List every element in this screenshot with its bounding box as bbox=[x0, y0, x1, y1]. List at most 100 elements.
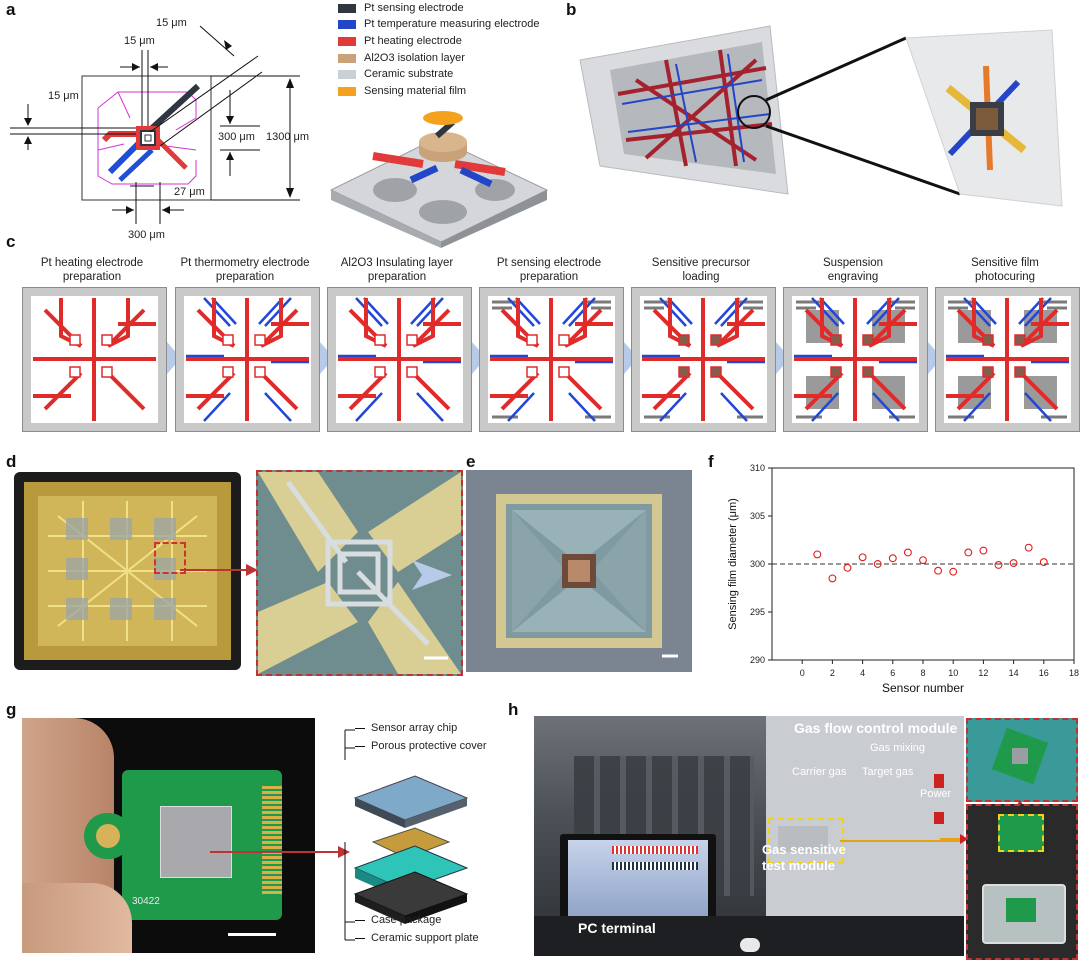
data-point bbox=[1024, 543, 1033, 552]
step-image-3 bbox=[327, 287, 472, 432]
panel-label-b: b bbox=[566, 0, 577, 19]
y-tick-label: 300 bbox=[750, 559, 765, 569]
suspended-sensor-photo bbox=[466, 470, 692, 672]
legend-swatch bbox=[338, 86, 356, 96]
x-axis-label: Sensor number bbox=[882, 681, 964, 692]
data-point bbox=[888, 554, 897, 563]
panel-label-d: d bbox=[6, 452, 17, 471]
y-axis-label: Sensing film diameter (μm) bbox=[727, 498, 739, 630]
legend-label: Ceramic substrate bbox=[364, 68, 454, 80]
data-point bbox=[873, 560, 882, 568]
label-power: Power bbox=[920, 788, 952, 800]
panel-label-f: f bbox=[708, 452, 714, 471]
panel-label-a: a bbox=[6, 0, 16, 19]
label-gas-mixing: Gas mixing bbox=[870, 742, 926, 754]
data-point bbox=[994, 561, 1003, 569]
legend-label: Pt temperature measuring electrode bbox=[364, 18, 540, 30]
legend-swatch bbox=[338, 53, 356, 63]
step-image-7 bbox=[935, 287, 1080, 432]
label-gas-test-line2: test module bbox=[762, 858, 835, 873]
legend-swatch bbox=[338, 36, 356, 46]
step-image-4 bbox=[479, 287, 624, 432]
data-point bbox=[934, 566, 943, 575]
dim-1300um: 1300 μm bbox=[266, 131, 310, 143]
x-tick-label: 2 bbox=[830, 668, 835, 678]
exploded-3d-sensor-icon bbox=[329, 111, 549, 248]
pcb-photo: 30422 bbox=[22, 718, 315, 953]
y-tick-label: 290 bbox=[750, 655, 765, 665]
callout-arrow-icon bbox=[210, 846, 350, 858]
x-tick-label: 18 bbox=[1069, 668, 1079, 678]
step-image-2 bbox=[175, 287, 320, 432]
callout-case-package: Case package bbox=[355, 914, 441, 926]
legend-item-substrate: Ceramic substrate bbox=[338, 66, 453, 82]
legend-item-sensing: Pt sensing electrode bbox=[338, 0, 464, 16]
dim-15um-diagonal: 15 μm bbox=[156, 17, 187, 29]
chip-photo bbox=[14, 472, 241, 670]
dim-300um-bottom: 300 μm bbox=[128, 229, 165, 241]
chip-serial-text: 30422 bbox=[132, 896, 160, 907]
legend-label: Pt heating electrode bbox=[364, 35, 462, 47]
panel-label-e: e bbox=[466, 452, 476, 471]
module-box-photo bbox=[966, 804, 1078, 960]
panel-label-h: h bbox=[508, 700, 519, 719]
label-pc-terminal: PC terminal bbox=[578, 920, 656, 936]
x-tick-label: 0 bbox=[800, 668, 805, 678]
panel-label-c: c bbox=[6, 232, 16, 251]
right-arrow-icon bbox=[940, 834, 968, 844]
data-point bbox=[1009, 559, 1018, 567]
step-image-1 bbox=[22, 287, 167, 432]
dim-300um-height: 300 μm bbox=[218, 131, 255, 143]
x-tick-label: 10 bbox=[948, 668, 958, 678]
data-point bbox=[919, 556, 927, 565]
x-tick-label: 12 bbox=[978, 668, 988, 678]
sensor-dimension-schematic bbox=[10, 25, 300, 224]
step-image-5 bbox=[631, 287, 776, 432]
callout-sensor-array-chip: Sensor array chip bbox=[355, 722, 457, 734]
panel-label-g: g bbox=[6, 700, 17, 719]
sensor-array-3d-view bbox=[579, 25, 1063, 207]
scale-bar bbox=[228, 933, 276, 936]
legend-swatch bbox=[338, 19, 356, 29]
legend-label: Al2O3 isolation layer bbox=[364, 52, 465, 64]
y-tick-label: 310 bbox=[750, 463, 765, 473]
dim-15um-top: 15 μm bbox=[124, 35, 155, 47]
data-point bbox=[858, 553, 867, 562]
x-tick-label: 4 bbox=[860, 668, 865, 678]
module-handheld-photo bbox=[966, 718, 1078, 802]
y-tick-label: 305 bbox=[750, 511, 765, 521]
y-tick-label: 295 bbox=[750, 607, 765, 617]
legend-item-temperature: Pt temperature measuring electrode bbox=[338, 16, 539, 32]
legend-item-film: Sensing material film bbox=[338, 83, 466, 99]
data-point bbox=[949, 567, 958, 576]
callout-ceramic-plate: Ceramic support plate bbox=[355, 932, 479, 944]
data-point bbox=[1039, 558, 1048, 567]
dim-15um-left: 15 μm bbox=[48, 90, 79, 102]
legend-item-heating: Pt heating electrode bbox=[338, 33, 462, 49]
data-point bbox=[843, 563, 852, 572]
dim-27um: 27 μm bbox=[174, 186, 205, 198]
legend-label: Pt sensing electrode bbox=[364, 2, 464, 14]
legend-swatch bbox=[338, 69, 356, 79]
label-target-gas: Target gas bbox=[862, 766, 914, 778]
data-point bbox=[828, 574, 837, 583]
data-point bbox=[979, 546, 988, 555]
test-system-photo bbox=[534, 716, 964, 956]
data-point bbox=[903, 548, 912, 557]
process-arrow-icon bbox=[412, 560, 452, 590]
step-image-6 bbox=[783, 287, 928, 432]
zoom-arrow-icon bbox=[180, 564, 258, 576]
x-tick-label: 14 bbox=[1009, 668, 1019, 678]
data-point bbox=[964, 548, 973, 557]
label-gas-flow-module: Gas flow control module bbox=[794, 720, 958, 736]
callout-porous-cover: Porous protective cover bbox=[355, 740, 487, 752]
exploded-package-icon bbox=[344, 729, 469, 941]
